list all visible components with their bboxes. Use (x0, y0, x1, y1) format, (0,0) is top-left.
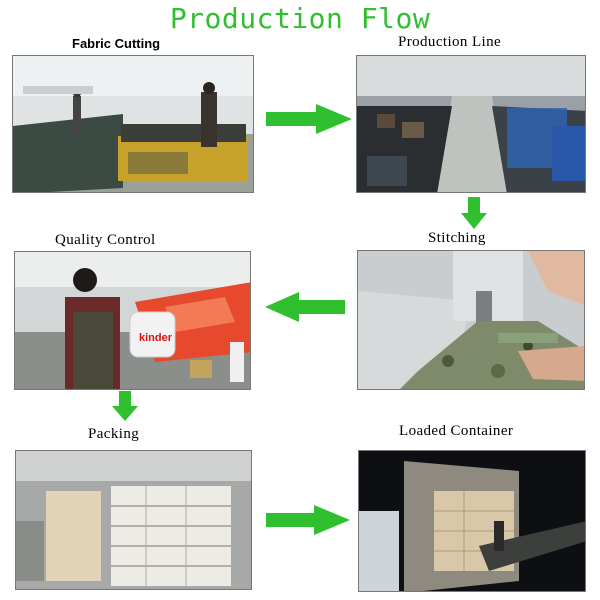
arrow-left-icon (265, 292, 345, 322)
diagram-title: Production Flow (169, 2, 431, 35)
arrow-right-icon-2 (266, 505, 350, 535)
bag-brand-text: kinder (139, 332, 173, 344)
photo-loaded-container (358, 450, 586, 592)
photo-production-line (356, 55, 586, 193)
step-label-production-line: Production Line (398, 34, 502, 50)
step-label-stitching: Stitching (428, 230, 486, 246)
photo-fabric-cutting (12, 55, 254, 193)
step-label-fabric-cutting: Fabric Cutting (72, 36, 161, 51)
arrow-down-icon (461, 197, 487, 229)
step-label-loaded-container: Loaded Container (399, 423, 514, 439)
arrow-down-icon-2 (112, 391, 138, 421)
step-label-packing: Packing (88, 426, 140, 442)
photo-packing (15, 450, 252, 590)
photo-stitching (357, 250, 585, 390)
photo-quality-control: kinder (14, 251, 251, 390)
arrow-right-icon (266, 104, 352, 134)
step-label-quality-control: Quality Control (55, 232, 156, 248)
